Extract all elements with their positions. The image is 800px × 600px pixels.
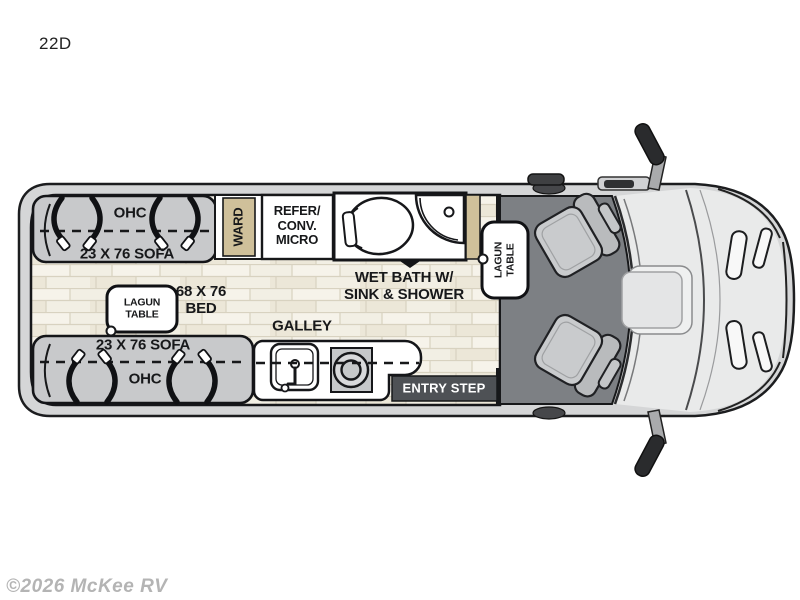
corner-shower — [414, 193, 466, 245]
headlights — [725, 227, 773, 373]
entry-step-box — [391, 375, 498, 402]
model-title: 22D — [39, 34, 72, 53]
sofa-top — [31, 194, 218, 264]
label-ohc-top: OHC — [113, 204, 147, 222]
label-entry-step: ENTRY STEP — [402, 380, 486, 396]
label-ohc-bottom: OHC — [128, 370, 162, 388]
wardrobe-cabinet — [214, 194, 263, 260]
side-mirror-bottom — [634, 409, 667, 477]
refrigerator-cabinet — [260, 193, 335, 261]
galley-counter — [252, 339, 423, 402]
shower-drain — [443, 206, 455, 218]
side-mirror-top — [634, 123, 667, 191]
bulkhead-bottom — [496, 368, 500, 405]
dash-console — [621, 271, 683, 329]
lagun-table-right — [477, 220, 530, 300]
cooktop — [330, 347, 373, 393]
label-sofa-top: 23 X 76 SOFA — [79, 245, 175, 263]
roof-vent — [527, 173, 565, 186]
cabinet-tan-strip — [465, 194, 481, 260]
sink — [269, 342, 320, 393]
hood-crease — [685, 189, 705, 411]
label-lagun-table-left: LAGUN TABLE — [123, 296, 161, 320]
label-lagun-table-right: LAGUN TABLE — [492, 241, 516, 279]
sofa-bottom — [31, 334, 255, 403]
wet-bath — [332, 191, 468, 268]
watermark: ©2026 McKee RV — [6, 576, 168, 597]
front-bumper-line — [782, 241, 788, 359]
wet-bath-pointer — [397, 259, 423, 268]
label-galley: GALLEY — [272, 317, 332, 335]
toilet — [341, 196, 415, 256]
label-wet-bath: WET BATH W/ SINK & SHOWER — [344, 269, 464, 303]
side-step-bottom — [532, 406, 566, 420]
table-mount — [477, 253, 489, 265]
label-wardrobe: WARD — [230, 207, 246, 247]
table-mount — [105, 325, 117, 337]
label-refrigerator: REFER/ CONV. MICRO — [273, 203, 321, 248]
label-bed: 68 X 76 BED — [175, 283, 227, 317]
lagun-table-left — [105, 284, 179, 337]
label-sofa-bottom: 23 X 76 SOFA — [95, 336, 191, 354]
